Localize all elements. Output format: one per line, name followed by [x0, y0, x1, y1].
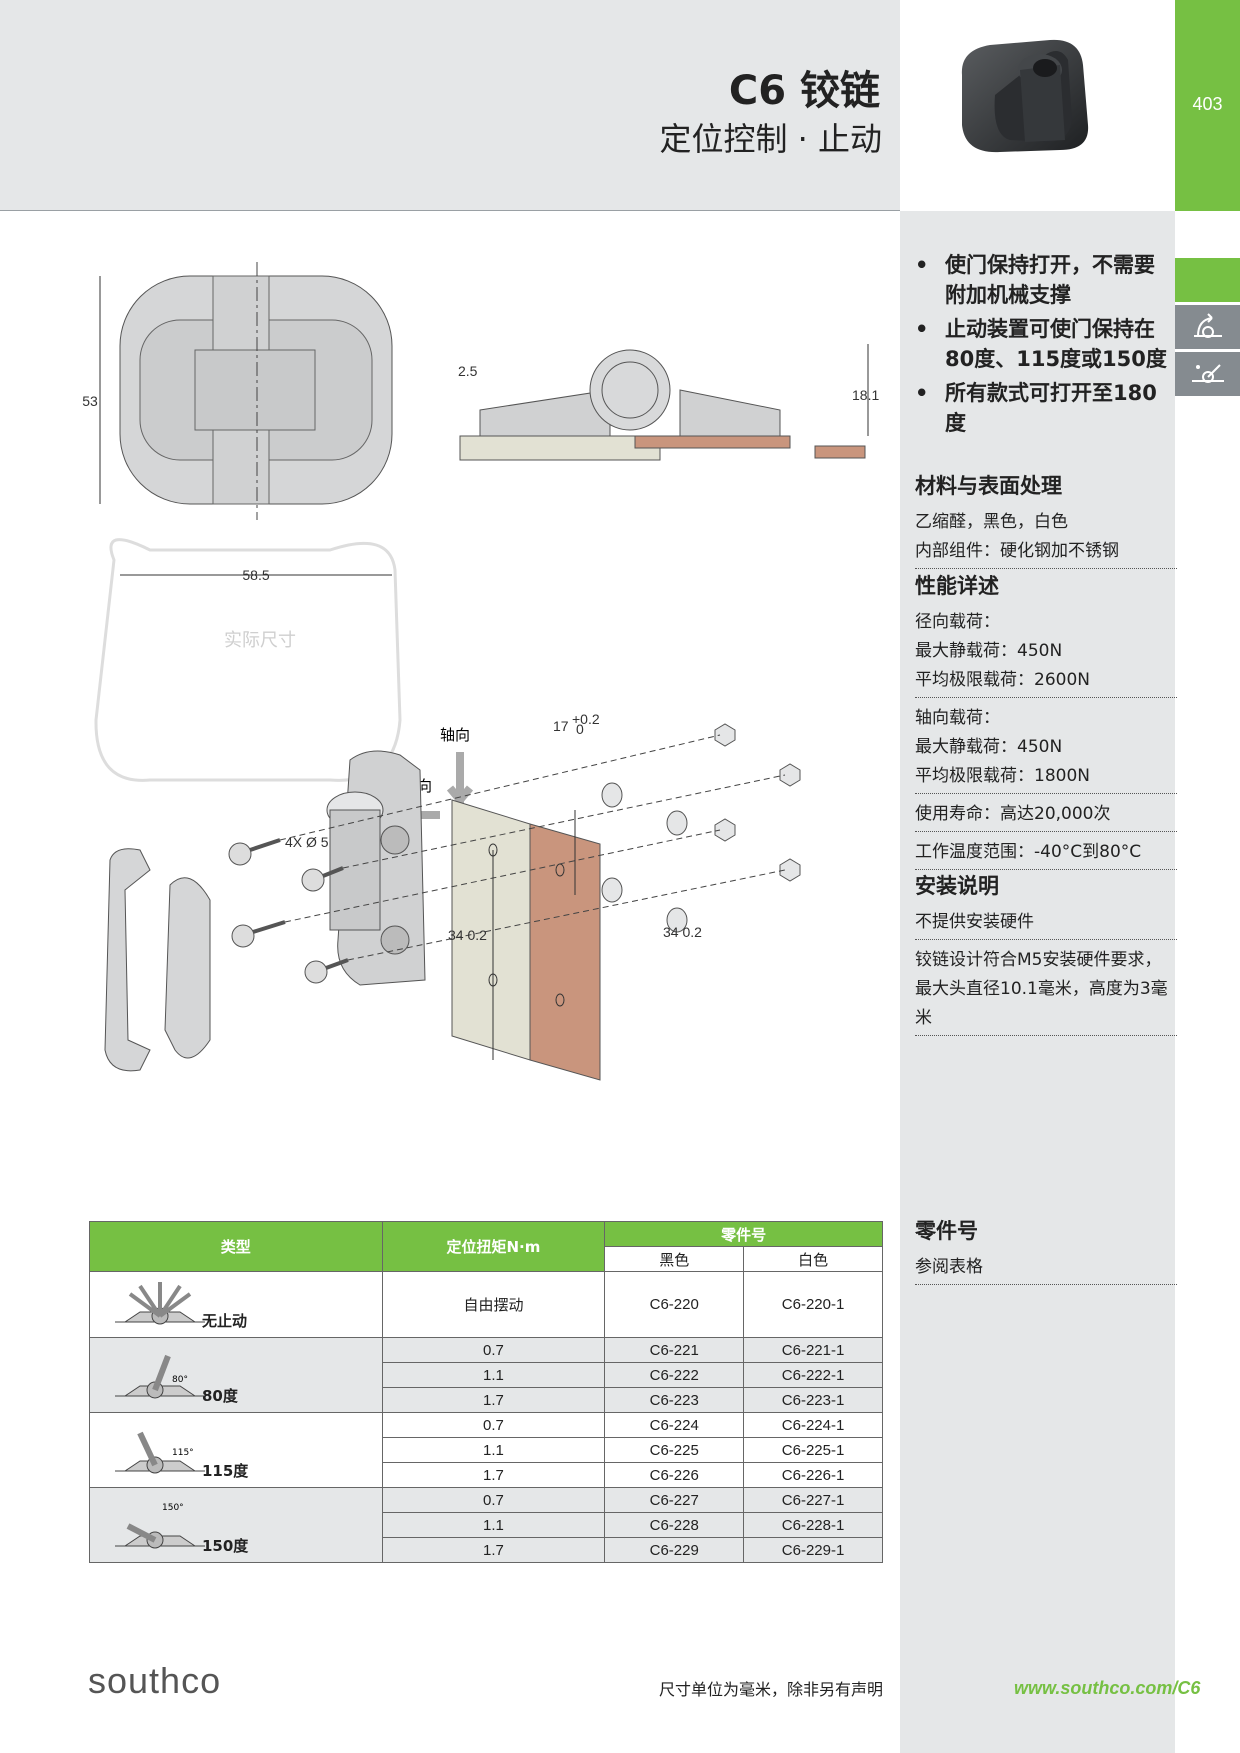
- detent-115-icon: 115°: [115, 1431, 205, 1474]
- actual-size-label: 实际尺寸: [224, 630, 296, 651]
- table-row: 150° 150度 0.7 C6-227 C6-227-1: [89, 1487, 883, 1563]
- type-cell: 150° 150度: [89, 1487, 383, 1563]
- installation-heading: 安装说明: [915, 874, 999, 898]
- southco-logo: southco: [88, 1660, 222, 1701]
- axial-arrow: [446, 752, 474, 812]
- svg-text:150°: 150°: [162, 1503, 184, 1513]
- spec-panel: [900, 211, 1175, 1753]
- free-swing-icon: [115, 1282, 205, 1325]
- hinge-side-view: [459, 349, 866, 461]
- hinge-front-view: [119, 262, 393, 520]
- footer-note: 尺寸单位为毫米，除非另有声明: [658, 1680, 883, 1699]
- col-header-black: 黑色: [604, 1246, 745, 1272]
- col-header-white: 白色: [743, 1246, 883, 1272]
- type-cell: 115° 115度: [89, 1412, 383, 1488]
- page-subtitle: 定位控制 · 止动: [659, 120, 882, 158]
- parts-table: 类型 定位扭矩N·m 零件号 黑色 白色 无止动 自由摆动 C6-220 C6-…: [89, 1221, 883, 1563]
- col-header-part: 零件号: [604, 1221, 883, 1247]
- feature-item: •止动装置可使门保持在80度、115度或150度: [915, 317, 1167, 371]
- dim-34-a: 34 0.2: [448, 927, 487, 943]
- type-cell: 80° 80度: [89, 1337, 383, 1413]
- detent-80-icon: 80°: [115, 1354, 205, 1399]
- table-row: 115° 115度 0.7 C6-224 C6-224-1: [89, 1412, 883, 1488]
- svg-text:80°: 80°: [172, 1375, 188, 1385]
- screws: [228, 838, 349, 984]
- page-number: 403: [1192, 94, 1223, 114]
- nuts-washers: [601, 723, 801, 933]
- dim-width: 58.5: [242, 567, 269, 583]
- rotation-hinge-icon: [1193, 313, 1222, 338]
- side-tab-green: [1175, 258, 1240, 302]
- side-tabs: [1175, 258, 1240, 399]
- page-title: C6 铰链: [728, 68, 880, 114]
- feature-item: •使门保持打开，不需要附加机械支撑: [915, 253, 1155, 307]
- hinge-exploded: [326, 750, 426, 986]
- partno-heading: 零件号: [915, 1219, 978, 1243]
- feature-list: •使门保持打开，不需要附加机械支撑 •止动装置可使门保持在80度、115度或15…: [915, 250, 1175, 442]
- table-row: 80° 80度 0.7 C6-221 C6-221-1: [89, 1337, 883, 1413]
- header-band: [0, 0, 900, 211]
- axial-label: 轴向: [440, 726, 470, 744]
- table-row: 无止动 自由摆动 C6-220 C6-220-1: [89, 1271, 883, 1338]
- mounting-plates: [451, 799, 601, 1081]
- materials-section: 材料与表面处理 乙缩醛，黑色，白色 内部组件：硬化钢加不锈钢: [915, 470, 1177, 575]
- detent-hinge-icon: [1191, 364, 1224, 383]
- svg-text:0: 0: [576, 721, 584, 737]
- header-accent-bar: [1175, 0, 1240, 211]
- col-header-torque: 定位扭矩N·m: [381, 1221, 606, 1272]
- dim-34-b: 34 0.2: [663, 924, 702, 940]
- product-photo-area: [900, 0, 1175, 211]
- dim-17: 17: [553, 718, 569, 734]
- col-header-type: 类型: [89, 1221, 383, 1272]
- table-row: 1.7 C6-226 C6-226-1: [90, 1462, 883, 1488]
- installation-section: 安装说明 不提供安装硬件 铰链设计符合M5安装硬件要求，最大头直径10.1毫米，…: [915, 870, 1177, 1042]
- type-cell: 无止动: [89, 1271, 383, 1338]
- table-row: 1.7 C6-223 C6-223-1: [89, 1387, 883, 1413]
- partno-section: 零件号 参阅表格: [915, 1215, 1177, 1291]
- assembly-lines: [279, 734, 786, 961]
- hinge-cover: [104, 848, 211, 1072]
- materials-heading: 材料与表面处理: [915, 474, 1062, 498]
- svg-text:+0.2: +0.2: [572, 711, 600, 727]
- hinge-photo: [961, 39, 1089, 153]
- performance-heading: 性能详述: [915, 574, 999, 598]
- side-tab-detent: [1175, 352, 1240, 396]
- feature-item: •所有款式可打开至180度: [915, 381, 1157, 435]
- dim-18-1: 18.1: [852, 387, 879, 403]
- actual-size-outline: [94, 538, 402, 782]
- technical-drawing: 53 58.5 实际尺寸 2.5 18.1 轴向 径向 17 +0.2 0 4X…: [82, 262, 879, 1081]
- side-tab-rotation: [1175, 305, 1240, 349]
- performance-section: 性能详述 径向载荷： 最大静载荷：450N 平均极限载荷：2600N 轴向载荷：…: [915, 570, 1177, 876]
- footer-url-link[interactable]: www.southco.com/C6: [1014, 1678, 1201, 1698]
- dim-2-5: 2.5: [458, 363, 478, 379]
- dim-height: 53: [82, 393, 98, 409]
- svg-text:115°: 115°: [172, 1448, 194, 1458]
- detent-150-icon: 150°: [115, 1503, 205, 1549]
